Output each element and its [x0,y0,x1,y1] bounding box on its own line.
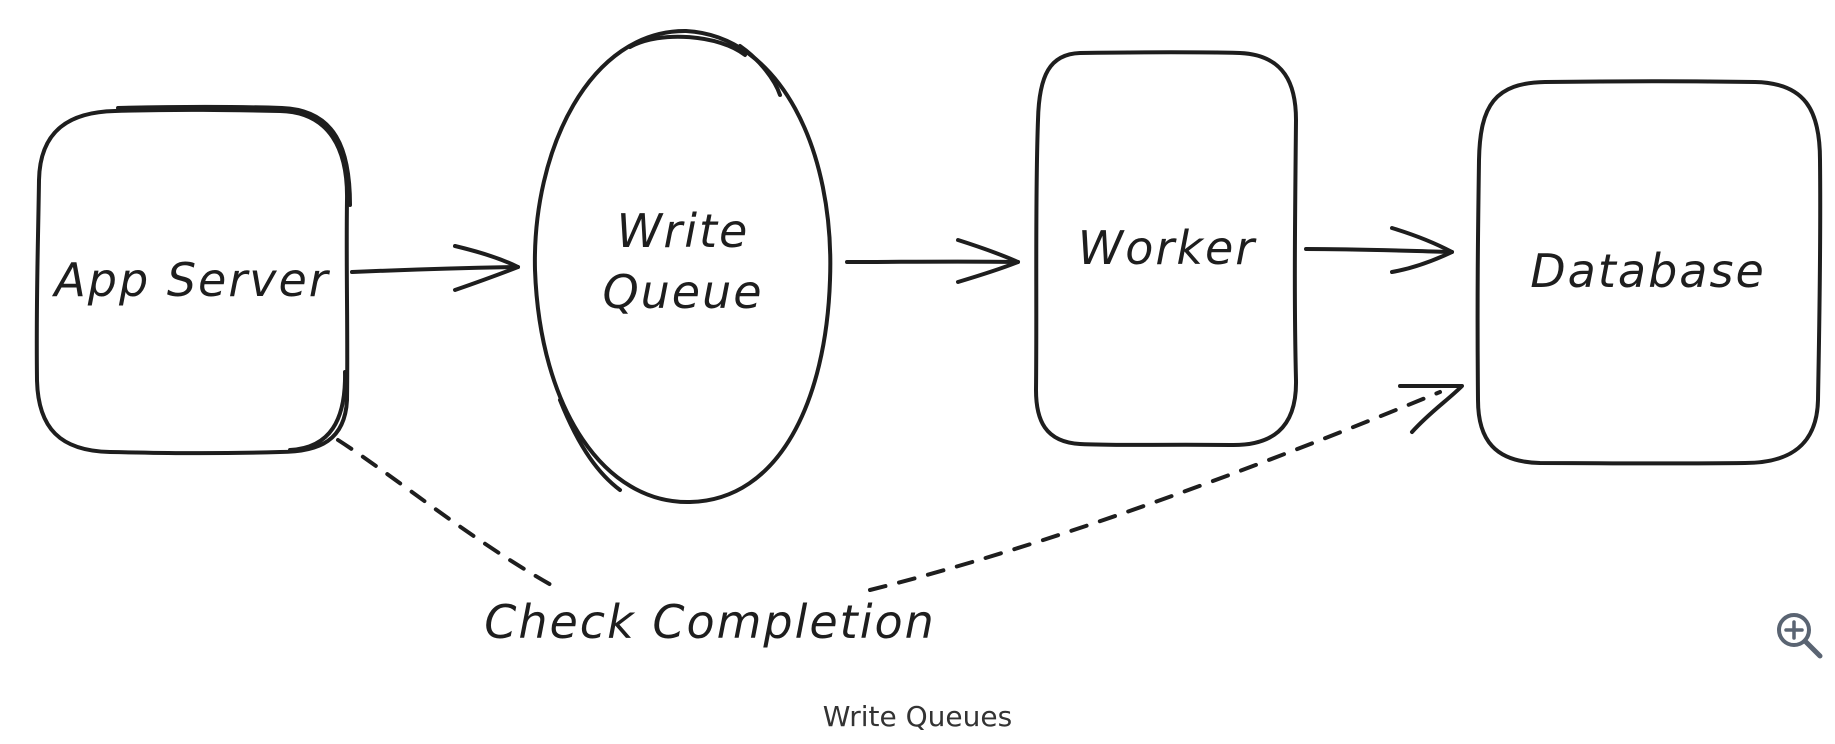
database-label: Database [1530,244,1766,298]
diagram-caption: Write Queues [822,700,1013,733]
node-database[interactable]: Database [1475,79,1823,466]
write-queue-shape [532,28,833,505]
write-queue-shape-trace [558,34,782,492]
app-server-shape-trace [116,104,352,452]
worker-shape [1034,50,1299,448]
check-completion-label: Check Completion [484,595,936,649]
write-queue-label-line1: Write [617,204,750,258]
arrow-check-completion [336,384,1464,592]
arrow-app-server-to-write-queue [350,244,520,292]
database-shape [1475,79,1823,466]
zoom-in-icon[interactable] [1777,613,1823,659]
node-worker[interactable]: Worker [1034,50,1299,448]
node-app-server[interactable]: App Server [34,104,352,456]
arrow-worker-to-database [1304,226,1454,274]
app-server-label: App Server [51,253,330,307]
arrow-write-queue-to-worker [845,238,1020,284]
write-queue-label-line2: Queue [602,265,763,319]
app-server-shape [34,107,350,456]
node-write-queue[interactable]: Write Queue [532,28,833,505]
worker-label: Worker [1078,221,1257,275]
